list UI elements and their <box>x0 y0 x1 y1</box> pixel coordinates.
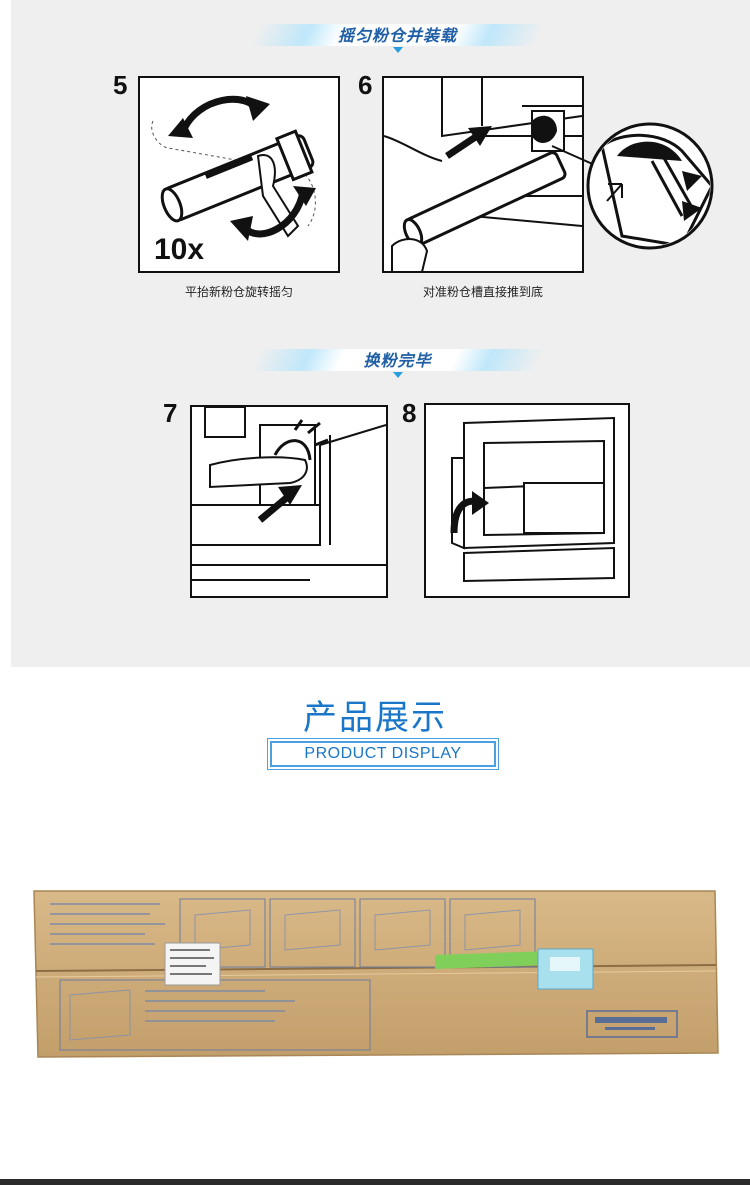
bottom-bar <box>0 1179 750 1185</box>
install-section-header: 摇匀粉仓并装载 <box>249 20 546 53</box>
step-5-number: 5 <box>113 70 128 100</box>
product-box-photo <box>33 890 719 1058</box>
finish-section-title: 换粉完毕 <box>363 351 432 370</box>
step-6-caption: 对准粉仓槽直接推到底 <box>422 285 543 299</box>
step-5-caption: 平抬新粉仓旋转摇匀 <box>184 285 293 299</box>
step-8-number: 8 <box>402 398 417 428</box>
step-7-illustration <box>190 405 388 598</box>
install-section-title: 摇匀粉仓并装载 <box>337 26 457 45</box>
step-6-illustration <box>382 76 714 273</box>
step-5-illustration: 10x <box>138 76 340 273</box>
product-display-subtitle: PRODUCT DISPLAY <box>267 738 499 770</box>
step-8-illustration <box>424 403 630 598</box>
finish-section-header: 换粉完毕 <box>249 345 546 378</box>
step-6-number: 6 <box>358 70 373 100</box>
shake-count-label: 10x <box>154 233 204 266</box>
product-display-title: 产品展示 <box>303 698 447 738</box>
step-7-number: 7 <box>163 398 178 428</box>
